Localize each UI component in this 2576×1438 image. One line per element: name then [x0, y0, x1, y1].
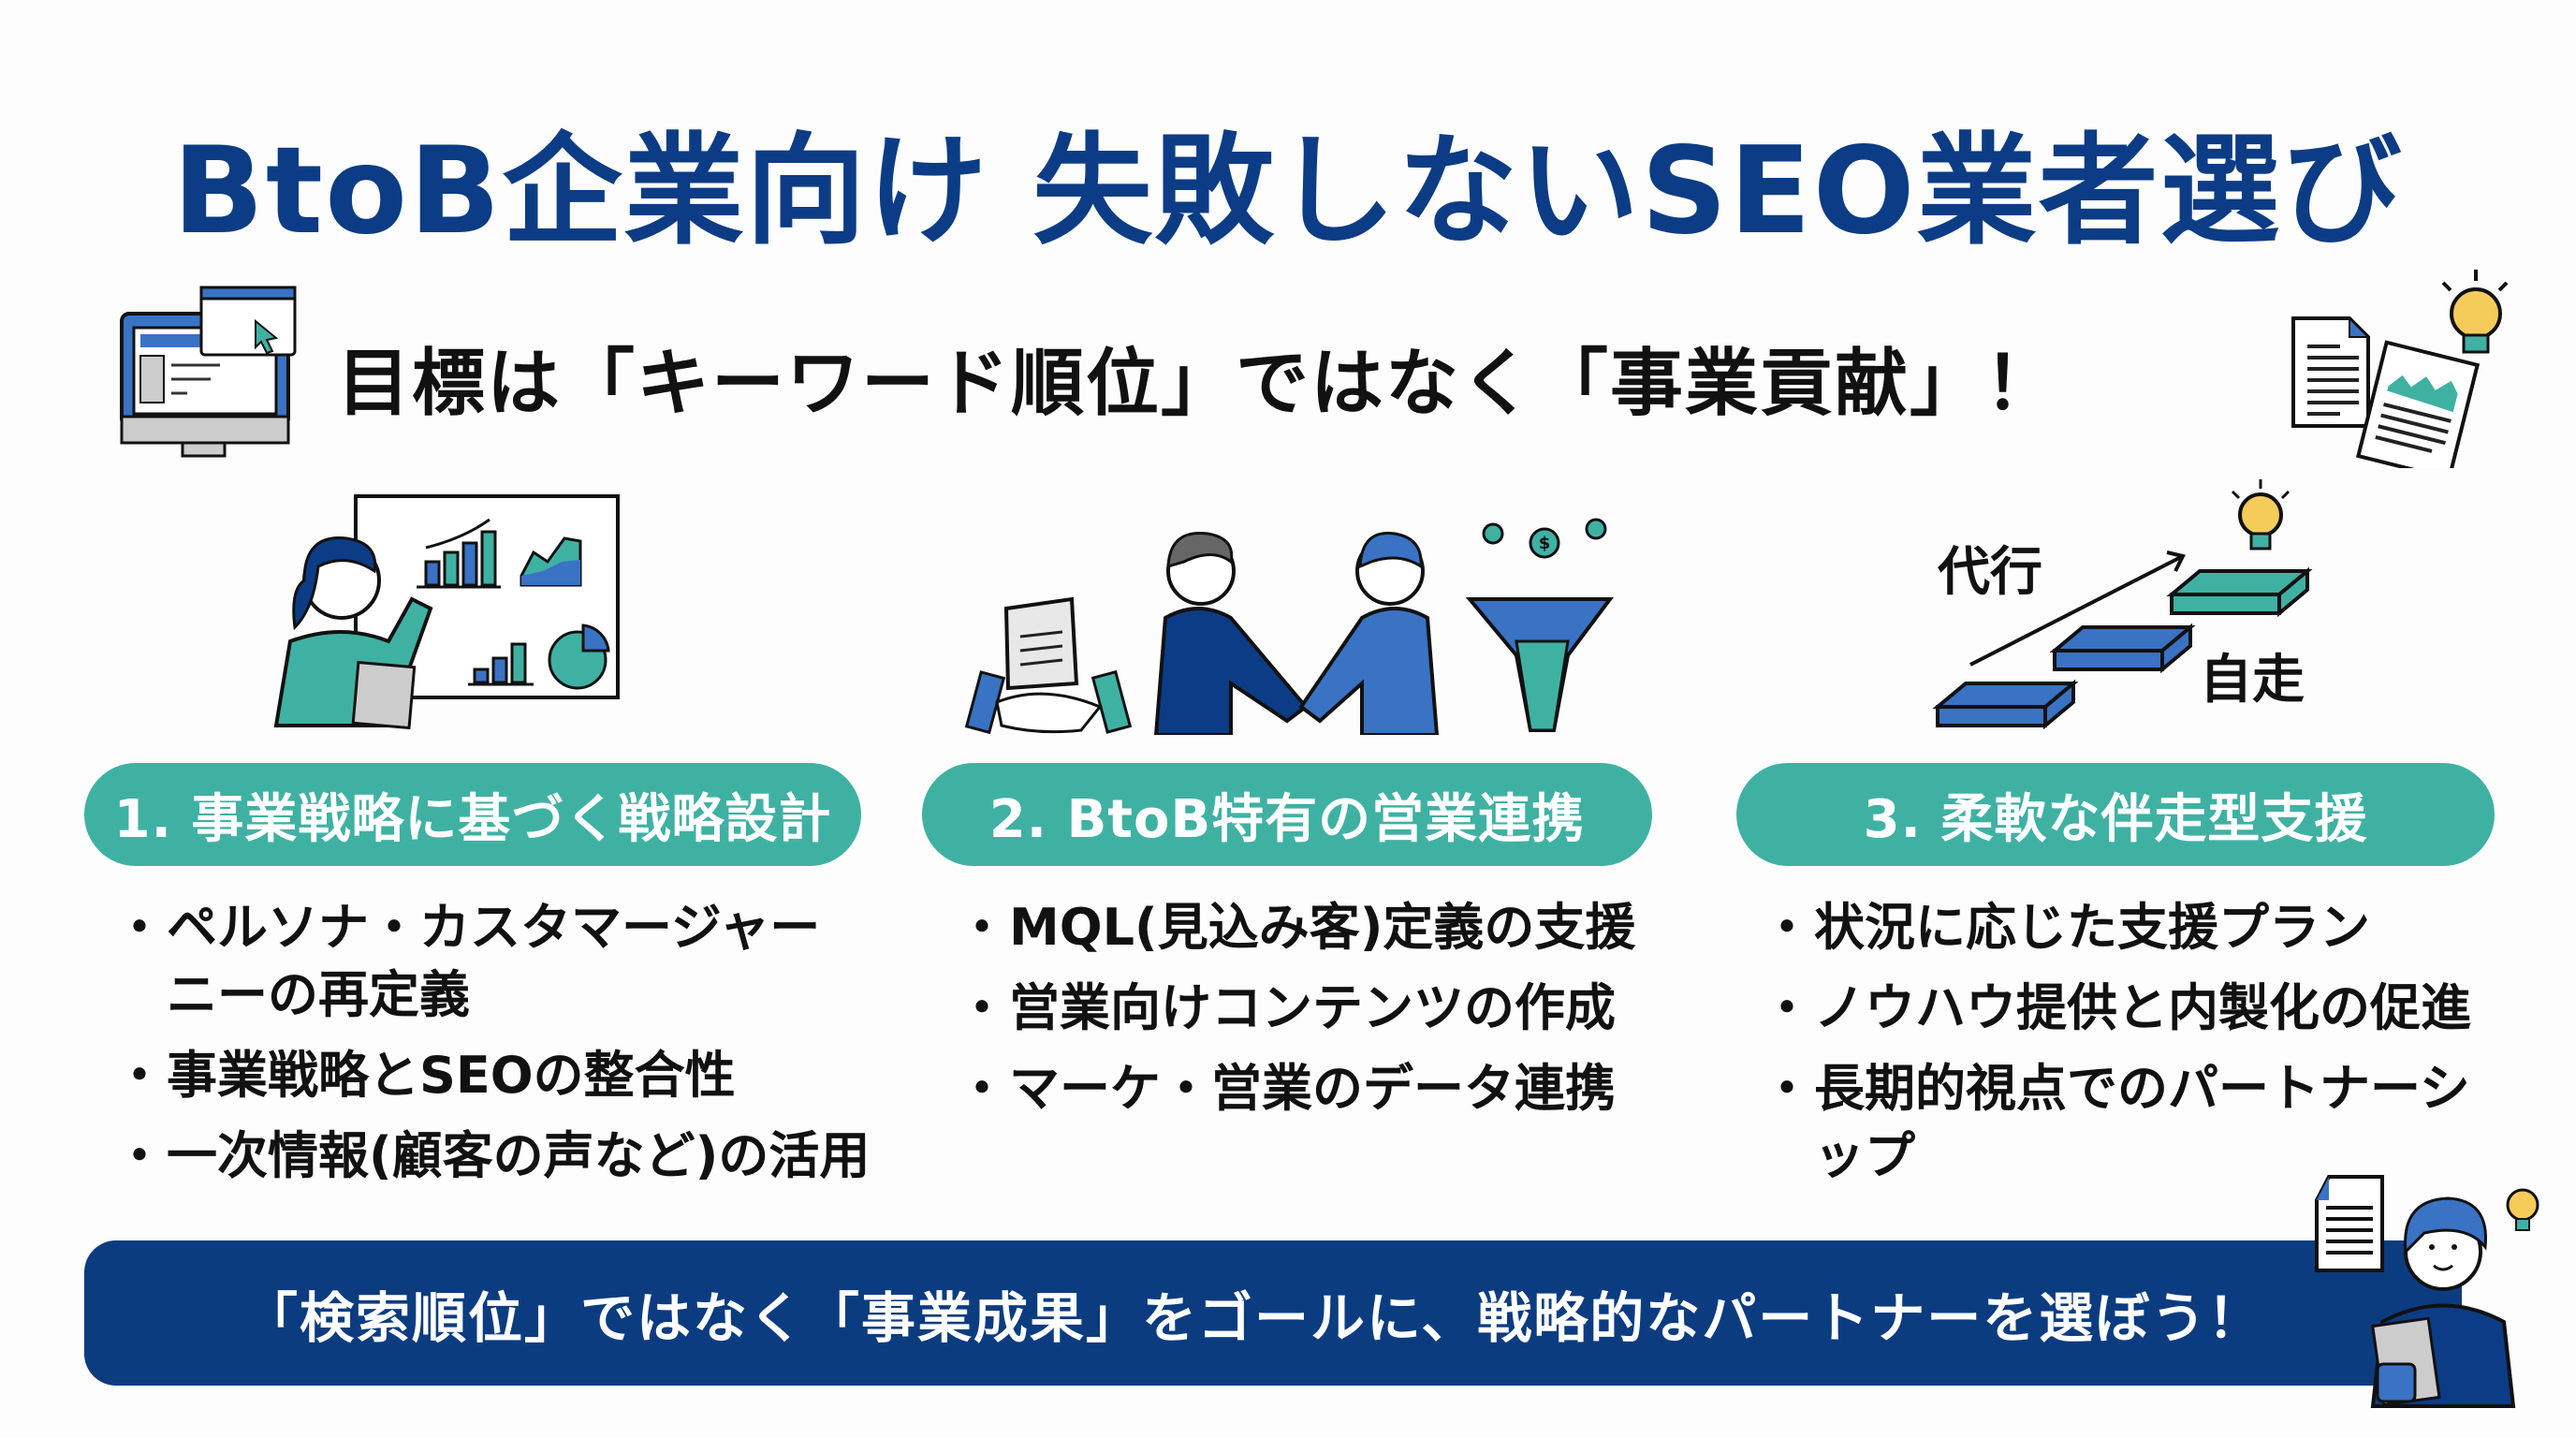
- bullet-item: 一次情報(顧客の声など)の活用: [114, 1123, 871, 1190]
- section-1-bullets: ペルソナ・カスタマージャーニーの再定義 事業戦略とSEOの整合性 一次情報(顧客…: [114, 894, 871, 1203]
- handshake-funnel-illustration: $: [964, 518, 1614, 735]
- section-3-heading: 3. 柔軟な伴走型支援: [1736, 763, 2495, 866]
- businessman-tablet-illustration: [2315, 1175, 2539, 1408]
- section-3-bullets: 状況に応じた支援プラン ノウハウ提供と内製化の促進 長期的視点でのパートナーシッ…: [1762, 894, 2499, 1203]
- step-label-start: 代行: [1937, 542, 2042, 603]
- bullet-item: 事業戦略とSEOの整合性: [114, 1042, 871, 1109]
- steps-lightbulb-illustration: 代行 自走: [1932, 479, 2313, 730]
- section-2-heading: 2. BtoB特有の営業連携: [922, 763, 1652, 866]
- bullet-item: 長期的視点でのパートナーシップ: [1762, 1055, 2499, 1190]
- section-2-bullets: MQL(見込み客)定義の支援 営業向けコンテンツの作成 マーケ・営業のデータ連携: [957, 894, 1676, 1136]
- bullet-item: ペルソナ・カスタマージャーニーの再定義: [114, 894, 871, 1029]
- conclusion-banner: 「検索順位」ではなく「事業成果」をゴールに、戦略的なパートナーを選ぼう！: [84, 1240, 2462, 1386]
- bullet-item: ノウハウ提供と内製化の促進: [1762, 975, 2499, 1042]
- section-1-heading: 1. 事業戦略に基づく戦略設計: [84, 763, 861, 866]
- svg-text:$: $: [1539, 534, 1551, 553]
- page-subtitle: 目標は「キーワード順位」ではなく「事業貢献」！: [337, 342, 2060, 426]
- banner-text: 「検索順位」ではなく「事業成果」をゴールに、戦略的なパートナーを選ぼう！: [243, 1285, 2264, 1350]
- bullet-item: マーケ・営業のデータ連携: [957, 1055, 1676, 1123]
- computer-monitor-icon: [120, 286, 297, 458]
- documents-lightbulb-icon: [2291, 270, 2509, 468]
- presenter-charts-illustration: [273, 494, 620, 730]
- page-title: BtoB企業向け 失敗しないSEO業者選び: [172, 122, 2404, 261]
- bullet-item: 営業向けコンテンツの作成: [957, 975, 1676, 1042]
- step-label-end: 自走: [2200, 650, 2305, 711]
- bullet-item: 状況に応じた支援プラン: [1762, 894, 2499, 961]
- bullet-item: MQL(見込み客)定義の支援: [957, 894, 1676, 961]
